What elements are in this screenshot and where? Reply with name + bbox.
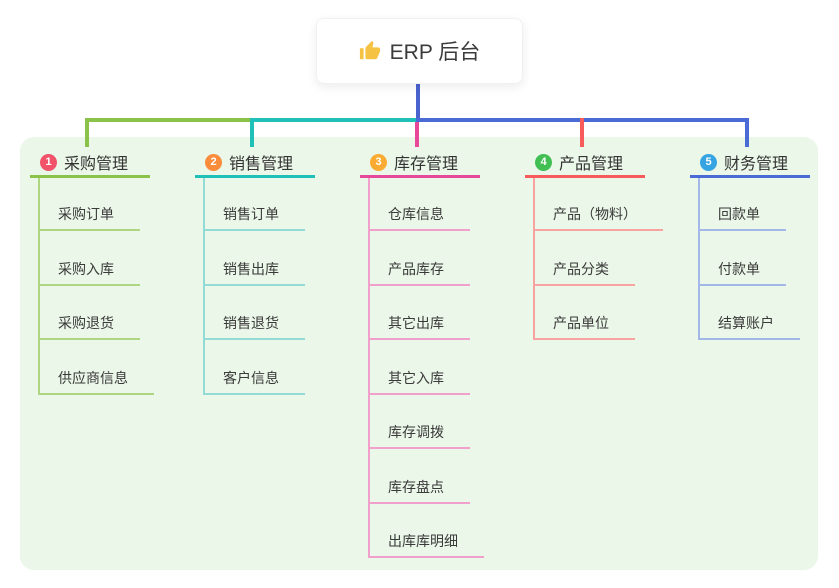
- child-node[interactable]: 产品单位: [533, 308, 635, 340]
- branch-title[interactable]: 2 销售管理: [195, 149, 315, 178]
- child-label: 采购退货: [58, 315, 114, 331]
- child-node[interactable]: 销售出库: [203, 254, 305, 286]
- branch-drop-line: [745, 118, 749, 147]
- child-label: 付款单: [718, 261, 760, 277]
- child-label: 结算账户: [718, 315, 774, 331]
- branch-index-badge: 5: [700, 153, 717, 171]
- branch-label: 财务管理: [724, 156, 789, 173]
- child-label: 产品库存: [388, 261, 444, 277]
- child-trunk-line: [533, 178, 535, 340]
- branch-title[interactable]: 3 库存管理: [360, 149, 480, 178]
- child-label: 采购入库: [58, 261, 114, 277]
- child-node[interactable]: 结算账户: [698, 308, 800, 340]
- branch-index-badge: 2: [205, 153, 222, 171]
- bus-segment-teal: [250, 118, 420, 122]
- branch-label: 库存管理: [394, 156, 459, 173]
- branch-title[interactable]: 5 财务管理: [690, 149, 810, 178]
- child-label: 库存调拨: [388, 424, 444, 440]
- child-node[interactable]: 销售退货: [203, 308, 305, 340]
- child-node[interactable]: 其它出库: [368, 308, 470, 340]
- child-node[interactable]: 客户信息: [203, 363, 305, 395]
- branch-label: 产品管理: [559, 156, 624, 173]
- child-node[interactable]: 采购退货: [38, 308, 140, 340]
- child-node[interactable]: 库存盘点: [368, 472, 470, 504]
- child-label: 库存盘点: [388, 479, 444, 495]
- child-label: 销售退货: [223, 315, 279, 331]
- child-label: 回款单: [718, 206, 760, 222]
- child-label: 产品单位: [553, 315, 609, 331]
- child-node[interactable]: 库存调拨: [368, 417, 470, 449]
- child-label: 仓库信息: [388, 206, 444, 222]
- child-label: 销售出库: [223, 261, 279, 277]
- child-node[interactable]: 采购订单: [38, 199, 140, 231]
- branch-title[interactable]: 1 采购管理: [30, 149, 150, 178]
- child-label: 产品（物料）: [553, 206, 637, 222]
- branch-drop-line: [250, 118, 254, 147]
- child-node[interactable]: 付款单: [698, 254, 786, 286]
- child-label: 采购订单: [58, 206, 114, 222]
- child-trunk-line: [698, 178, 700, 340]
- child-trunk-line: [38, 178, 40, 395]
- child-node[interactable]: 采购入库: [38, 254, 140, 286]
- branch-drop-line: [580, 118, 584, 147]
- branch-label: 采购管理: [64, 156, 129, 173]
- mindmap-panel: [20, 137, 818, 570]
- branch-index-badge: 3: [370, 153, 387, 171]
- child-label: 客户信息: [223, 370, 279, 386]
- child-node[interactable]: 产品（物料）: [533, 199, 663, 231]
- child-node[interactable]: 仓库信息: [368, 199, 470, 231]
- child-label: 其它入库: [388, 370, 444, 386]
- child-node[interactable]: 回款单: [698, 199, 786, 231]
- branch-index-badge: 4: [535, 153, 552, 171]
- child-node[interactable]: 其它入库: [368, 363, 470, 395]
- branch-title[interactable]: 4 产品管理: [525, 149, 645, 178]
- child-label: 其它出库: [388, 315, 444, 331]
- child-trunk-line: [203, 178, 205, 395]
- branch-drop-line: [85, 118, 89, 147]
- child-label: 产品分类: [553, 261, 609, 277]
- root-node[interactable]: ERP 后台: [316, 18, 523, 84]
- child-trunk-line: [368, 178, 370, 558]
- root-connector-line: [416, 84, 420, 122]
- child-node[interactable]: 供应商信息: [38, 363, 154, 395]
- child-node[interactable]: 产品分类: [533, 254, 635, 286]
- thumbs-up-icon: [359, 40, 381, 62]
- child-label: 供应商信息: [58, 370, 128, 386]
- bus-segment-green: [85, 118, 254, 122]
- child-node[interactable]: 销售订单: [203, 199, 305, 231]
- branch-drop-line: [415, 122, 419, 147]
- child-node[interactable]: 出库库明细: [368, 526, 484, 558]
- root-label: ERP 后台: [389, 41, 481, 64]
- child-label: 销售订单: [223, 206, 279, 222]
- child-label: 出库库明细: [388, 533, 458, 549]
- branch-label: 销售管理: [229, 156, 294, 173]
- branch-index-badge: 1: [40, 153, 57, 171]
- child-node[interactable]: 产品库存: [368, 254, 470, 286]
